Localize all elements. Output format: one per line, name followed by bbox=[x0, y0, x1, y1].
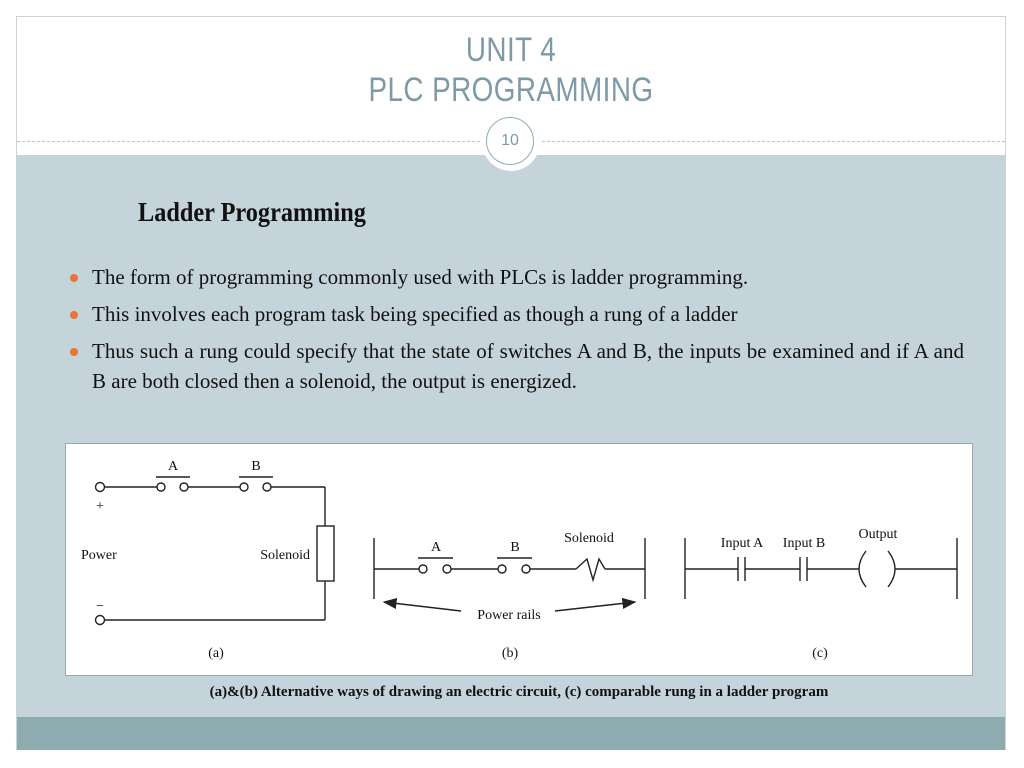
bullet-text: Thus such a rung could specify that the … bbox=[92, 339, 964, 393]
label-output: Output bbox=[859, 527, 898, 542]
label-switch-a: A bbox=[431, 540, 442, 555]
bullet-item: This involves each program task being sp… bbox=[70, 299, 964, 329]
circuit-a: A B + − Power Solenoid (a) bbox=[81, 459, 335, 661]
label-c: (c) bbox=[812, 646, 828, 661]
switch-a-contact bbox=[418, 564, 428, 574]
title-line-1: UNIT 4 bbox=[465, 31, 557, 69]
bullet-text: This involves each program task being sp… bbox=[92, 302, 738, 326]
switch-a-contact bbox=[179, 482, 189, 492]
bullet-icon bbox=[70, 348, 78, 356]
ladder-rung-c: Input A Input B Output (c) bbox=[684, 527, 958, 661]
label-power: Power bbox=[81, 548, 117, 563]
bullet-item: The form of programming commonly used wi… bbox=[70, 262, 964, 292]
label-switch-b: B bbox=[510, 540, 519, 555]
label-plus: + bbox=[96, 499, 104, 514]
solenoid-coil bbox=[316, 525, 335, 582]
label-solenoid: Solenoid bbox=[564, 531, 614, 546]
title-line-2: PLC PROGRAMMING bbox=[368, 71, 654, 109]
switch-a-contact bbox=[442, 564, 452, 574]
rail-arrow-left bbox=[382, 597, 462, 612]
switch-b-contact bbox=[521, 564, 531, 574]
label-a: (a) bbox=[208, 646, 224, 661]
switch-a-contact bbox=[156, 482, 166, 492]
footer-band bbox=[17, 717, 1005, 750]
switch-b-contact bbox=[239, 482, 249, 492]
switch-b-contact bbox=[497, 564, 507, 574]
output-coil-right bbox=[887, 550, 896, 588]
slide-title: UNIT 4 PLC PROGRAMMING bbox=[16, 16, 1006, 142]
bullet-icon bbox=[70, 274, 78, 282]
terminal-plus bbox=[94, 481, 106, 493]
bullet-list: The form of programming commonly used wi… bbox=[70, 262, 964, 403]
solenoid-symbol bbox=[575, 557, 606, 583]
label-power-rails: Power rails bbox=[477, 608, 540, 623]
label-switch-b: B bbox=[251, 459, 260, 474]
rail-arrow-right bbox=[554, 597, 637, 612]
figure-caption: (a)&(b) Alternative ways of drawing an e… bbox=[209, 684, 829, 700]
page-number: 10 bbox=[486, 117, 534, 165]
label-minus: − bbox=[96, 599, 104, 614]
terminal-minus bbox=[94, 614, 106, 626]
bullet-icon bbox=[70, 311, 78, 319]
bullet-text: The form of programming commonly used wi… bbox=[92, 265, 749, 289]
label-input-a: Input A bbox=[721, 536, 764, 551]
label-solenoid: Solenoid bbox=[260, 548, 310, 563]
label-input-b: Input B bbox=[783, 536, 825, 551]
circuit-b: A B Solenoid Power rails (b) bbox=[373, 531, 646, 661]
label-b: (b) bbox=[502, 646, 519, 661]
output-coil-left bbox=[858, 550, 867, 588]
label-switch-a: A bbox=[168, 459, 179, 474]
page-number-badge: 10 bbox=[482, 113, 540, 171]
bullet-item: Thus such a rung could specify that the … bbox=[70, 336, 964, 396]
section-heading: Ladder Programming bbox=[138, 197, 366, 227]
switch-b-contact bbox=[262, 482, 272, 492]
circuit-figure: A B + − Power Solenoid (a) A B bbox=[65, 443, 973, 676]
